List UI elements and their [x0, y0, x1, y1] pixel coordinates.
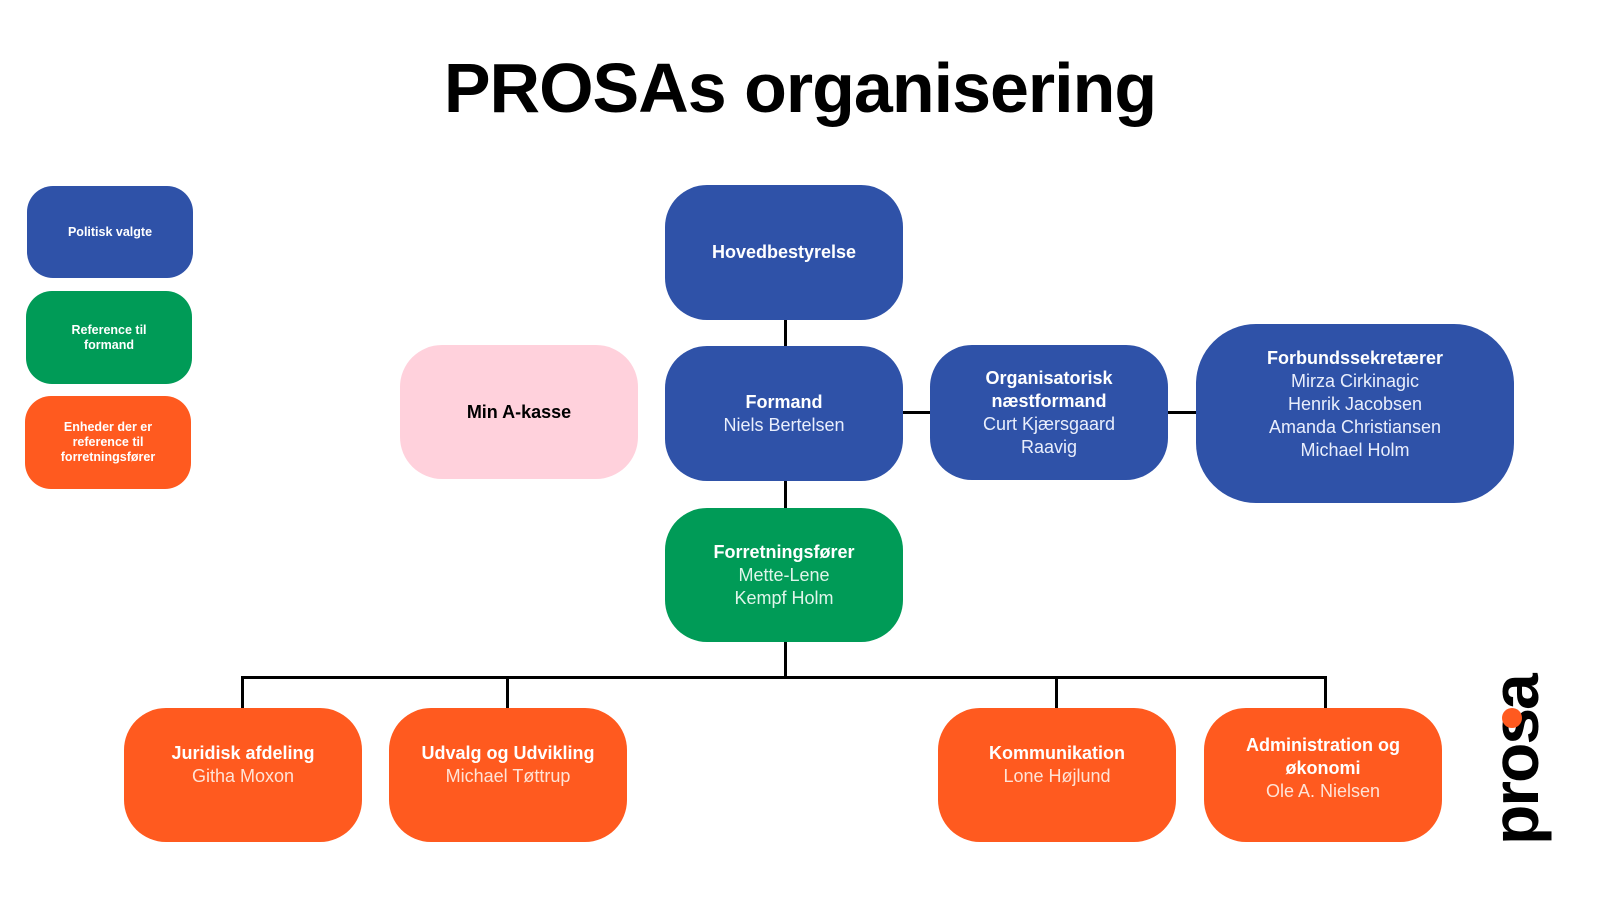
node-person: Ole A. Nielsen — [1265, 780, 1381, 801]
node-hovedbestyrelse: Hovedbestyrelse — [665, 185, 903, 320]
connector-formand-forretningsforer — [784, 480, 787, 510]
legend-reference-formand: Reference til formand — [26, 291, 192, 384]
node-title: Min A-kasse — [466, 401, 572, 422]
connector-administration — [1324, 676, 1327, 709]
node-title: Formand — [745, 391, 823, 412]
connector-naestformand-forbundssekretaerer — [1167, 411, 1197, 414]
node-administration-og-okonomi: Administration og økonomi Ole A. Nielsen — [1204, 708, 1442, 842]
page-title: PROSAs organisering — [443, 49, 1157, 127]
node-person: Curt Kjærsgaard Raavig — [982, 413, 1116, 457]
logo-dot-icon — [1502, 708, 1522, 728]
node-person: Michael Tøttrup — [445, 766, 571, 786]
node-kommunikation: Kommunikation Lone Højlund — [938, 708, 1176, 842]
connector-kommunikation — [1055, 676, 1058, 709]
node-forretningsforer: Forretningsfører Mette-Lene Kempf Holm — [665, 508, 903, 642]
node-naestformand: Organisatorisk næstformand Curt Kjærsgaa… — [930, 345, 1168, 480]
node-title: Udvalg og Udvikling — [421, 743, 595, 763]
node-person: Niels Bertelsen — [723, 414, 845, 435]
node-title: Juridisk afdeling — [171, 743, 315, 763]
connector-hovedbestyrelse-formand — [784, 318, 787, 348]
node-udvalg-og-udvikling: Udvalg og Udvikling Michael Tøttrup — [389, 708, 627, 842]
node-person: Lone Højlund — [1003, 766, 1111, 786]
node-title: Hovedbestyrelse — [711, 242, 857, 262]
legend-politisk-valgte: Politisk valgte — [27, 186, 193, 278]
logo-text: prosa — [1478, 675, 1552, 845]
connector-juridisk — [241, 676, 244, 709]
connector-udvalg — [506, 676, 509, 709]
node-min-akasse: Min A-kasse — [400, 345, 638, 479]
legend-label: Politisk valgte — [67, 224, 153, 239]
node-person: Mirza Cirkinagic — [1290, 371, 1420, 391]
node-person: Githa Moxon — [191, 766, 295, 786]
legend-label: Enheder der er reference til forretnings… — [60, 420, 156, 464]
node-title: Organisatorisk næstformand — [985, 367, 1113, 411]
legend-reference-forretningsforer: Enheder der er reference til forretnings… — [25, 396, 191, 489]
connector-horizontal-bus — [241, 676, 1327, 679]
legend-label: Reference til formand — [71, 322, 147, 352]
node-title: Forbundssekretærer — [1266, 348, 1444, 368]
node-title: Forretningsfører — [713, 541, 855, 562]
node-person: Henrik Jacobsen — [1287, 394, 1423, 414]
node-person: Amanda Christiansen — [1268, 417, 1442, 437]
node-person: Mette-Lene Kempf Holm — [734, 564, 834, 608]
connector-forretningsforer-down — [784, 641, 787, 679]
node-juridisk-afdeling: Juridisk afdeling Githa Moxon — [124, 708, 362, 842]
connector-formand-naestformand — [902, 411, 932, 414]
node-forbundssekretaerer: Forbundssekretærer Mirza Cirkinagic Henr… — [1196, 324, 1514, 503]
node-title: Kommunikation — [988, 743, 1125, 763]
node-person: Michael Holm — [1300, 440, 1410, 460]
node-formand: Formand Niels Bertelsen — [665, 346, 903, 481]
node-title: Administration og økonomi — [1246, 734, 1400, 778]
